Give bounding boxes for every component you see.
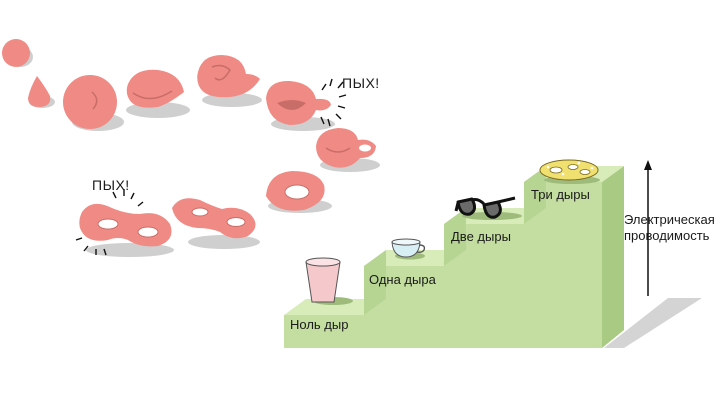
puff-burst-1 [320,78,347,127]
pretzel-icon [539,159,600,184]
blob-2 [28,76,55,108]
cup-icon [305,257,353,305]
step-label-one-hole: Одна дыра [369,272,436,287]
blob-10 [79,203,174,257]
sound-effect-1: ПЫХ! [342,75,380,91]
step-3-riser-side [524,166,546,224]
step-1-riser-side [364,250,386,315]
step-label-three-holes: Три дыры [531,187,590,202]
staircase-side-face [602,166,624,348]
blob-6 [266,80,335,131]
blob-5 [197,55,262,107]
conductivity-axis-label: Электрическая проводимость [624,212,720,244]
sound-effect-2: ПЫХ! [92,177,130,193]
puff-burst-2 [75,189,144,256]
blob-4 [126,69,190,118]
blob-3 [63,75,124,131]
teacup-icon [391,238,426,260]
blob-1 [2,39,33,67]
step-2-riser-side [444,208,466,266]
blob-8 [266,171,332,213]
blob-7 [316,128,380,172]
axis-label-line-1: Электрическая [624,212,715,227]
step-1-front [284,315,364,348]
step-label-two-holes: Две дыры [451,229,511,244]
step-label-zero-holes: Ноль дыр [290,317,349,332]
staircase-shadow [604,298,702,348]
blob-sequence [2,39,380,257]
staircase [284,166,702,348]
eyeglasses-icon [454,196,522,220]
step-1-top [284,299,386,315]
axis-label-line-2: проводимость [624,228,710,243]
blob-9 [172,198,260,249]
conductivity-arrow [644,160,652,296]
